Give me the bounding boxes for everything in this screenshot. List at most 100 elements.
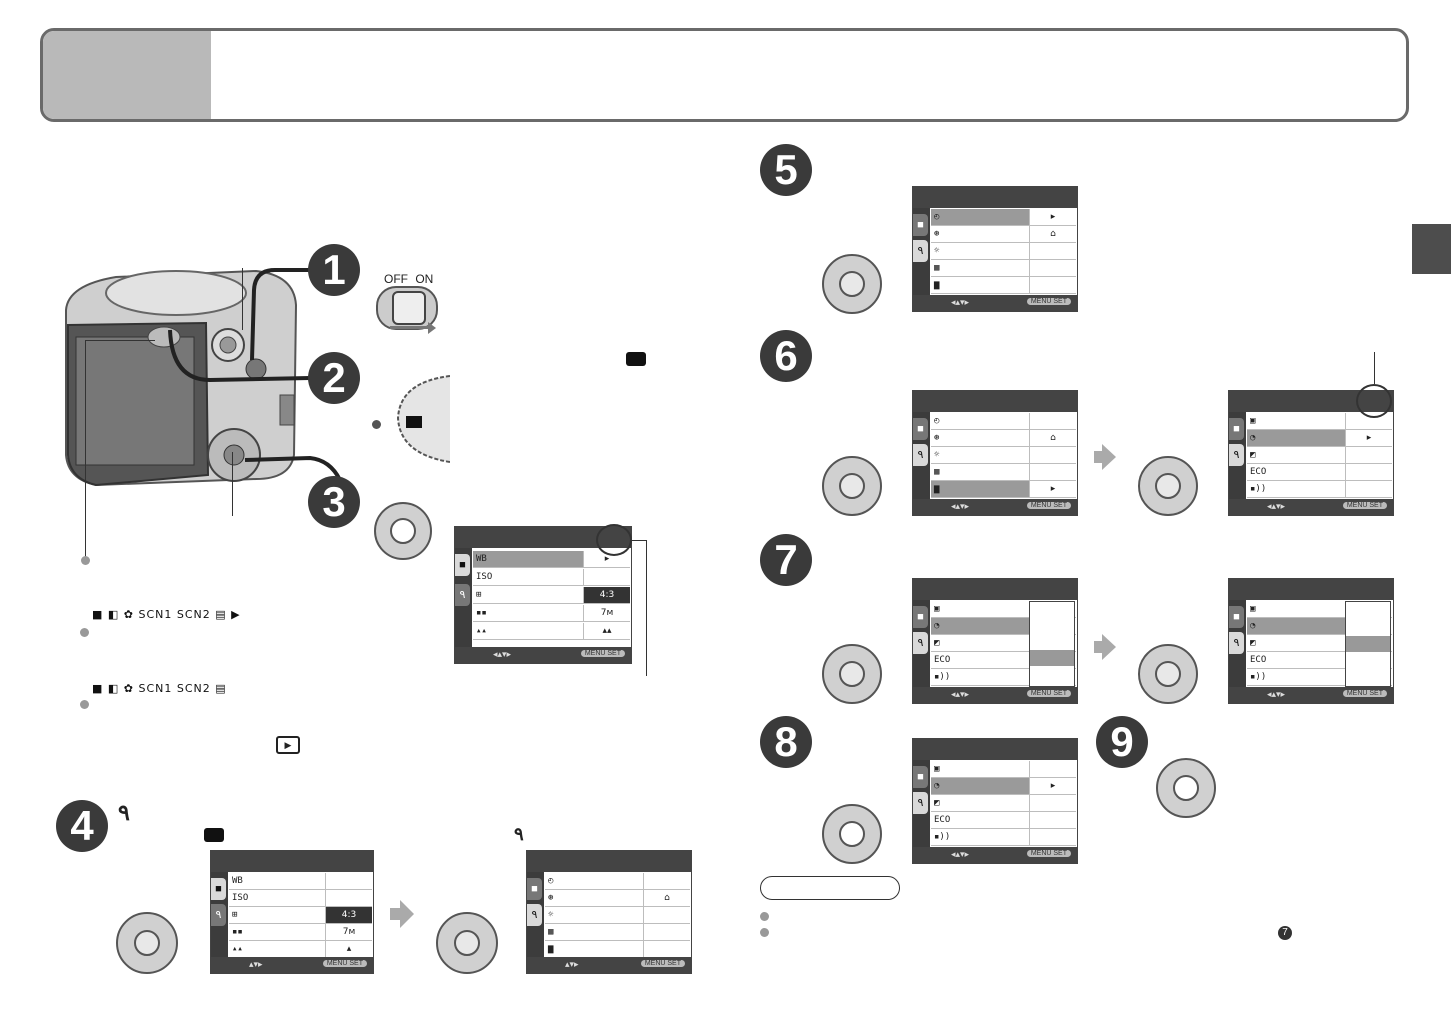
row-label: ISO (229, 890, 326, 906)
menu-row[interactable]: ◩ (1247, 447, 1392, 464)
control-dpad[interactable] (822, 804, 882, 864)
menu-row[interactable]: ECO (1247, 464, 1392, 481)
option-highlight[interactable] (1030, 650, 1074, 666)
setup-tab-icon[interactable]: ٩ (455, 584, 470, 606)
control-dpad[interactable] (1138, 456, 1198, 516)
menu-screen: ■ ٩ ▣ ◔ ▸ ◩ ECO ▪)) ◂▴▾▸MENU SET (912, 738, 1078, 864)
menu-row[interactable]: ▆ (931, 277, 1076, 294)
menu-row[interactable]: ECO (931, 812, 1076, 829)
menu-row[interactable]: ◩ (931, 795, 1076, 812)
menu-row[interactable]: ◔ ▸ (1247, 430, 1392, 447)
control-dpad[interactable] (116, 912, 178, 974)
world-time-icon: ⊛ (545, 890, 644, 906)
zoom-icon: ◩ (1247, 635, 1346, 651)
set-button[interactable] (1173, 775, 1199, 801)
menu-row[interactable]: ⊞4:3 (473, 587, 630, 604)
set-button[interactable] (839, 821, 865, 847)
beep-icon: ▪)) (1247, 669, 1346, 685)
menu-row[interactable]: ▪▪7м (473, 605, 630, 622)
set-button[interactable] (134, 930, 160, 956)
setup-tab-icon[interactable]: ٩ (211, 904, 226, 926)
option-popup[interactable] (1345, 601, 1391, 687)
option-popup[interactable] (1029, 601, 1075, 687)
menu-row[interactable]: ⊛ ⌂ (931, 226, 1076, 243)
control-dpad[interactable] (1138, 644, 1198, 704)
callout-line (1374, 352, 1375, 384)
ECO: ECO (931, 812, 1030, 828)
row-value (1030, 464, 1076, 480)
rec-tab-icon[interactable]: ■ (913, 766, 928, 788)
menu-row[interactable]: ◴ ▸ (931, 209, 1076, 226)
menu-row[interactable]: ⊛⌂ (545, 890, 690, 907)
nav-arrows-icon: ◂▴▾▸ (1267, 689, 1286, 699)
step-3-badge: 3 (308, 476, 360, 528)
menu-row[interactable]: ☼ (931, 447, 1076, 464)
set-button[interactable] (839, 473, 865, 499)
set-button[interactable] (1155, 661, 1181, 687)
set-button[interactable] (839, 661, 865, 687)
row-value (1030, 829, 1076, 845)
power-switch[interactable] (376, 286, 438, 330)
control-dpad[interactable] (1156, 758, 1216, 818)
control-dpad[interactable] (822, 644, 882, 704)
menu-row[interactable]: WB (229, 873, 372, 890)
menu-row[interactable]: ▴▴▴ (229, 941, 372, 958)
control-dpad[interactable] (822, 456, 882, 516)
menu-set-label: MENU SET (1342, 502, 1387, 509)
screen-footer: ◂▴▾▸MENU SET (913, 499, 1077, 515)
setup-tab-icon[interactable]: ٩ (1229, 632, 1244, 654)
screen-title-bar (913, 579, 1077, 600)
rec-tab-icon[interactable]: ■ (913, 606, 928, 628)
menu-row[interactable]: ⊛ ⌂ (931, 430, 1076, 447)
control-dpad[interactable] (822, 254, 882, 314)
set-button[interactable] (1155, 473, 1181, 499)
menu-row[interactable]: ▪▪7м (229, 924, 372, 941)
callout-line (85, 340, 86, 558)
rec-tab-icon[interactable]: ■ (1229, 606, 1244, 628)
setup-tab-icon[interactable]: ٩ (527, 904, 542, 926)
rec-tab-icon[interactable]: ■ (211, 878, 226, 900)
menu-row[interactable]: ▪)) (931, 829, 1076, 846)
menu-row[interactable]: ▣ (1247, 413, 1392, 430)
zoom-icon: ◩ (931, 635, 1030, 651)
setup-tab-icon[interactable]: ٩ (913, 444, 928, 466)
rec-tab-icon[interactable]: ■ (455, 554, 470, 576)
power-switch-knob[interactable] (392, 291, 426, 325)
setup-tab-icon[interactable]: ٩ (913, 632, 928, 654)
menu-row[interactable]: ▪)) (1247, 481, 1392, 498)
rec-tab-icon[interactable]: ■ (1229, 418, 1244, 440)
set-button[interactable] (390, 518, 416, 544)
menu-row[interactable]: ◴ (931, 413, 1076, 430)
row-value: ▸ (1050, 484, 1056, 494)
lcd-mode-icon: ◔ (931, 778, 1030, 794)
menu-row[interactable]: ⊞4:3 (229, 907, 372, 924)
menu-row[interactable]: ▦ (931, 260, 1076, 277)
menu-row[interactable]: ☼ (545, 907, 690, 924)
menu-row[interactable]: ▣ (931, 761, 1076, 778)
control-dpad[interactable] (374, 502, 432, 560)
set-button[interactable] (839, 271, 865, 297)
setup-tab-icon[interactable]: ٩ (1229, 444, 1244, 466)
menu-row[interactable]: ISO (229, 890, 372, 907)
set-button[interactable] (454, 930, 480, 956)
menu-row[interactable]: ▆ ▸ (931, 481, 1076, 498)
rec-tab-icon[interactable]: ■ (527, 878, 542, 900)
menu-row[interactable]: ISO (473, 569, 630, 586)
control-dpad[interactable] (436, 912, 498, 974)
menu-row[interactable]: ◔ ▸ (931, 778, 1076, 795)
setup-tab-icon[interactable]: ٩ (913, 240, 928, 262)
menu-row[interactable]: ◴ (545, 873, 690, 890)
rec-tab-icon[interactable]: ■ (913, 418, 928, 440)
menu-row[interactable]: ▆ (545, 941, 690, 958)
menu-row[interactable]: ☼ (931, 243, 1076, 260)
rec-tab-icon[interactable]: ■ (913, 214, 928, 236)
screen-footer: ▴▾▸MENU SET (527, 957, 691, 973)
menu-row[interactable]: ▦ (931, 464, 1076, 481)
mode-dial[interactable] (380, 372, 450, 464)
step-1-badge: 1 (308, 244, 360, 296)
menu-row[interactable]: ▴▴▴▴ (473, 623, 630, 640)
option-highlight[interactable] (1346, 636, 1390, 652)
setup-tab-icon[interactable]: ٩ (913, 792, 928, 814)
menu-row[interactable]: WB▸ (473, 551, 630, 568)
menu-row[interactable]: ▦ (545, 924, 690, 941)
